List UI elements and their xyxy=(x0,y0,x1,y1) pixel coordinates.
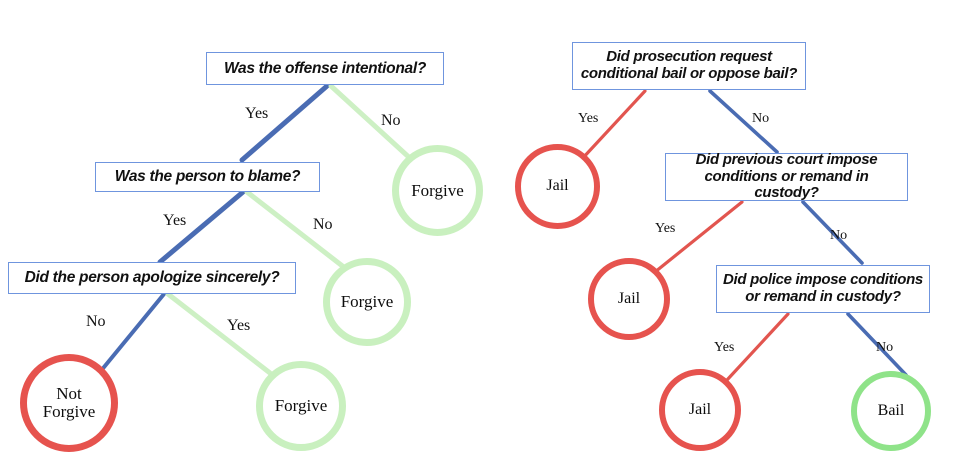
outcome-node-forgive-3[interactable]: Forgive xyxy=(256,361,346,451)
outcome-node-label: Forgive xyxy=(340,292,394,312)
edge-label-q1-yes: Yes xyxy=(245,105,269,122)
outcome-node-bail[interactable]: Bail xyxy=(851,371,931,451)
edge-label-q1-no: No xyxy=(381,112,401,129)
edge-b2-jail2 xyxy=(653,200,744,274)
outcome-node-label: Forgive xyxy=(274,396,328,416)
question-node-label: Was the offense intentional? xyxy=(223,59,427,77)
outcome-node-label: Jail xyxy=(546,177,569,195)
edge-label-q3-yes: Yes xyxy=(227,317,251,334)
edge-q3-notforgive xyxy=(98,292,166,374)
question-node-previous-court-impose[interactable]: Did previous court impose conditions or … xyxy=(665,150,908,202)
edge-q3-forgive3 xyxy=(165,291,273,376)
question-node-prosecution-request[interactable]: Did prosecution request conditional bail… xyxy=(572,42,806,90)
outcome-node-not-forgive[interactable]: Not Forgive xyxy=(20,354,118,452)
edge-label-b3-yes: Yes xyxy=(714,340,735,355)
edge-label-b3-no: No xyxy=(876,340,894,355)
outcome-node-label: Forgive xyxy=(411,180,464,200)
question-node-label: Did the person apologize sincerely? xyxy=(24,269,280,287)
outcome-node-jail-3[interactable]: Jail xyxy=(659,369,741,451)
question-node-police-impose[interactable]: Did police impose conditions or remand i… xyxy=(716,265,930,313)
question-node-was-person-to-blame[interactable]: Was the person to blame? xyxy=(95,162,320,192)
edge-label-b2-no: No xyxy=(830,228,848,243)
question-node-was-offense-intentional[interactable]: Was the offense intentional? xyxy=(206,52,444,85)
outcome-node-forgive-2[interactable]: Forgive xyxy=(323,258,411,346)
outcome-node-label: Not Forgive xyxy=(42,384,96,421)
question-node-label: Did previous court impose conditions or … xyxy=(695,150,878,202)
question-node-label: Did prosecution request conditional bail… xyxy=(580,48,798,82)
edge-q1-q2 xyxy=(239,83,330,163)
outcome-node-label: Jail xyxy=(688,400,712,418)
edge-label-b2-yes: Yes xyxy=(655,221,676,236)
edge-label-b1-no: No xyxy=(752,111,770,126)
edge-b3-jail3 xyxy=(725,312,790,382)
question-node-label: Was the person to blame? xyxy=(114,168,301,186)
edge-label-q2-yes: Yes xyxy=(163,212,187,229)
edge-label-q2-no: No xyxy=(313,216,333,233)
outcome-node-label: Bail xyxy=(877,401,905,419)
edge-label-b1-yes: Yes xyxy=(578,111,599,126)
edge-label-q3-no: No xyxy=(86,313,106,330)
outcome-node-forgive-1[interactable]: Forgive xyxy=(392,145,483,236)
outcome-node-label: Jail xyxy=(617,289,641,307)
outcome-node-jail-1[interactable]: Jail xyxy=(515,144,600,229)
outcome-node-jail-2[interactable]: Jail xyxy=(588,258,670,340)
question-node-label: Did police impose conditions or remand i… xyxy=(723,271,923,305)
question-node-did-person-apologize[interactable]: Did the person apologize sincerely? xyxy=(8,262,296,294)
